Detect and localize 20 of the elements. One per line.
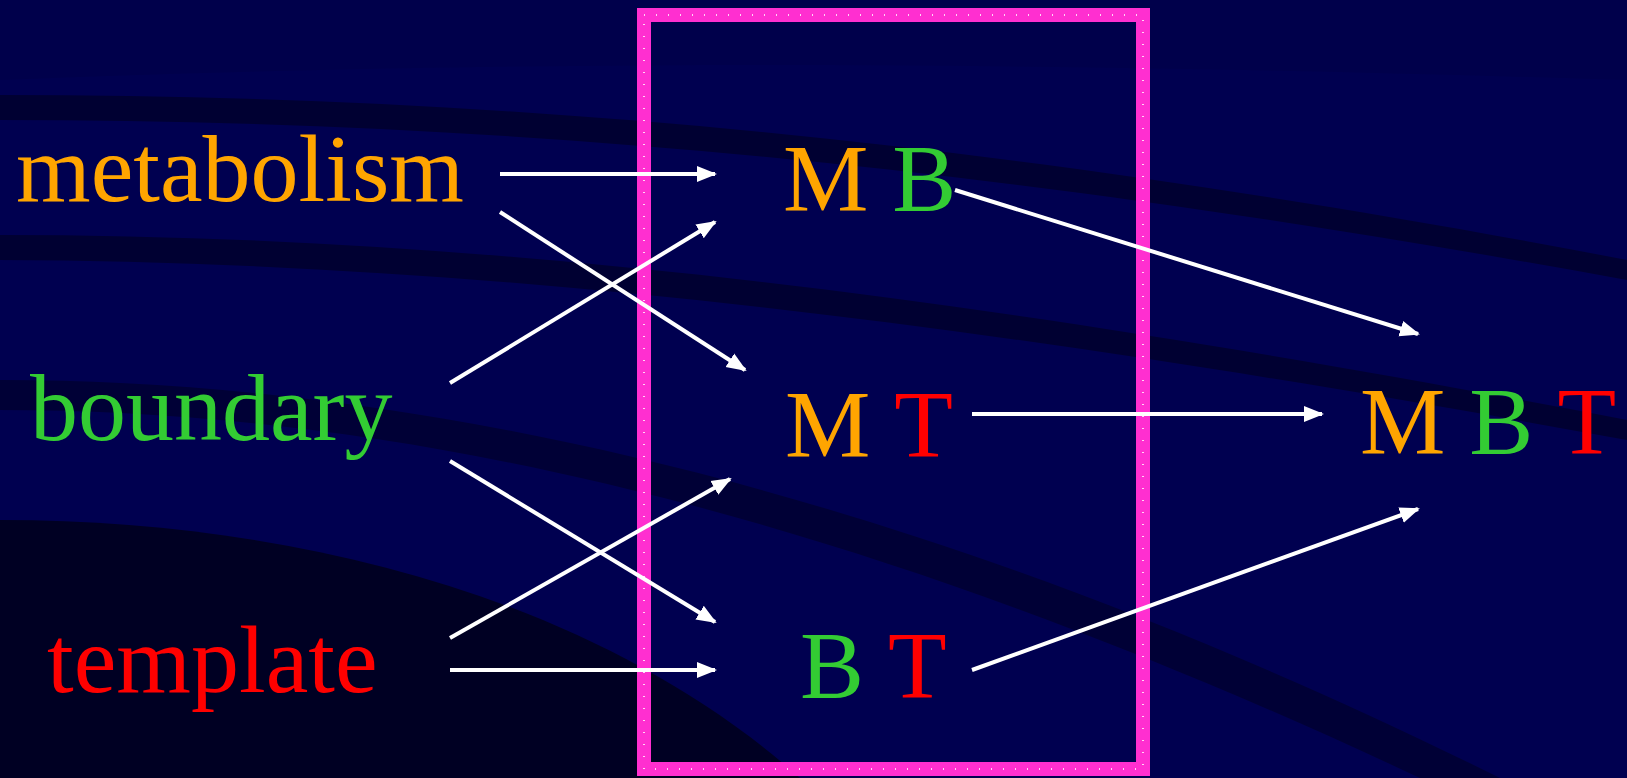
letter-label: T bbox=[1557, 373, 1617, 470]
frame-box bbox=[637, 8, 1150, 776]
term-label: metabolism bbox=[16, 120, 464, 217]
arrow bbox=[954, 188, 1420, 337]
letter-label: B bbox=[800, 618, 865, 714]
arrow bbox=[971, 507, 1420, 672]
arrow bbox=[450, 662, 717, 678]
letter-label: T bbox=[888, 618, 947, 714]
arrow bbox=[448, 220, 717, 385]
letter-label: M bbox=[783, 130, 869, 227]
arrow bbox=[448, 459, 717, 624]
arrow bbox=[449, 477, 732, 640]
letter-label: T bbox=[894, 376, 953, 473]
letter-label: B bbox=[892, 130, 957, 227]
arrow bbox=[498, 210, 747, 372]
letter-label: M bbox=[785, 376, 871, 473]
letter-label: B bbox=[1469, 373, 1534, 470]
arrow bbox=[500, 166, 717, 182]
letter-label: M bbox=[1360, 373, 1446, 470]
arrow bbox=[972, 406, 1324, 422]
